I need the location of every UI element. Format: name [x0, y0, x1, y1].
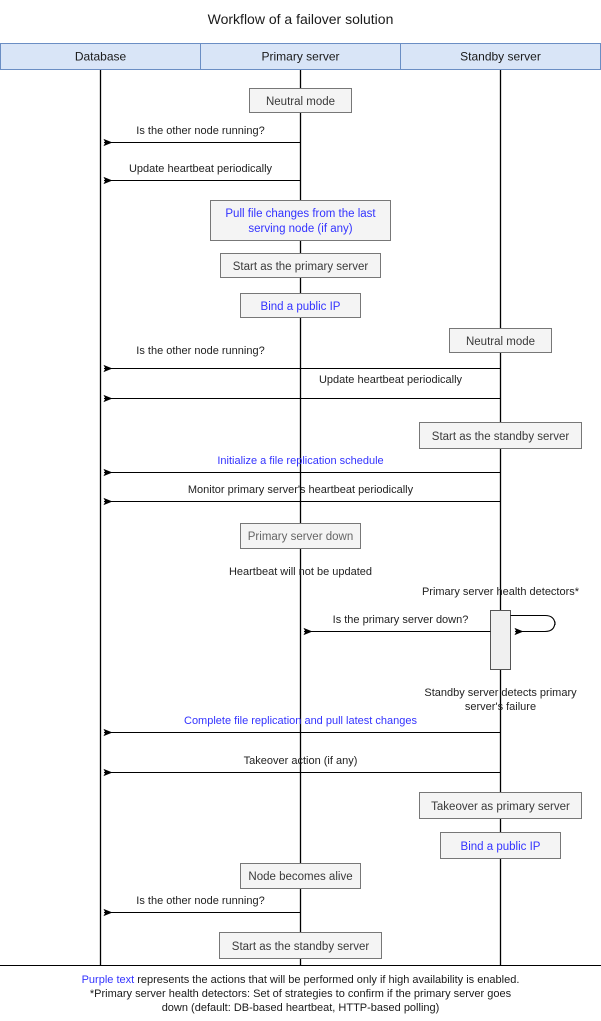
note-label: Primary server down [248, 531, 353, 543]
note-label: Node becomes alive [248, 871, 352, 883]
note-pull-file-changes[interactable]: Pull file changes from the last serving … [210, 200, 391, 241]
msg-label: Is the primary server down? [333, 614, 469, 626]
footer-purple-run: Purple text [82, 974, 135, 986]
note-start-standby-server-2[interactable]: Start as the standby server [219, 932, 382, 959]
label-heartbeat-not-updated: Heartbeat will not be updated [229, 566, 372, 578]
msg-monitor-primary-heartbeat[interactable]: Monitor primary server's heartbeat perio… [103, 484, 501, 506]
note-label: Neutral mode [466, 336, 535, 348]
note-label: Start as the standby server [432, 431, 570, 443]
footer-note: Purple text represents the actions that … [82, 974, 520, 1014]
msg-update-heartbeat-1[interactable]: Update heartbeat periodically [103, 163, 301, 185]
label-standby-detects-failure-line2: server's failure [465, 701, 536, 713]
lane-header-standby[interactable] [400, 43, 601, 70]
msg-label: Is the other node running? [136, 895, 264, 907]
note-takeover-as-primary[interactable]: Takeover as primary server [419, 792, 582, 819]
msg-label: Complete file replication and pull lates… [184, 715, 417, 727]
msg-is-other-node-running-3[interactable]: Is the other node running? [103, 895, 301, 917]
label-health-detectors: Primary server health detectors* [422, 586, 580, 598]
msg-is-other-node-running-1[interactable]: Is the other node running? [103, 125, 301, 147]
msg-takeover-action[interactable]: Takeover action (if any) [103, 755, 501, 777]
msg-label: Update heartbeat periodically [129, 163, 273, 175]
note-node-becomes-alive[interactable]: Node becomes alive [240, 863, 361, 889]
note-label: Start as the primary server [233, 261, 369, 273]
footer-line-3: down (default: DB-based heartbeat, HTTP-… [162, 1002, 440, 1014]
msg-label: Update heartbeat periodically [319, 374, 463, 386]
msg-label: Is the other node running? [136, 345, 264, 357]
msg-label: Is the other node running? [136, 125, 264, 137]
note-primary-server-down[interactable]: Primary server down [240, 523, 361, 549]
note-label: Start as the standby server [232, 941, 370, 953]
lane-header-label-database: Database [75, 50, 127, 64]
label-standby-detects-failure-line1: Standby server detects primary [424, 687, 577, 699]
activation-standby-health-check[interactable] [490, 610, 556, 670]
msg-initialize-file-replication[interactable]: Initialize a file replication schedule [103, 455, 501, 477]
footer-rest-run: represents the actions that will be perf… [134, 974, 519, 986]
msg-update-heartbeat-2[interactable]: Update heartbeat periodically [103, 374, 501, 403]
lane-header-primary[interactable] [200, 43, 401, 70]
note-neutral-mode-standby[interactable]: Neutral mode [449, 328, 552, 353]
activation-bar[interactable] [490, 610, 511, 670]
note-label: Bind a public IP [461, 841, 541, 853]
note-label: Neutral mode [266, 96, 335, 108]
footer-line-2: *Primary server health detectors: Set of… [90, 988, 512, 1000]
note-start-primary-server[interactable]: Start as the primary server [220, 253, 381, 278]
note-bind-public-ip-standby[interactable]: Bind a public IP [440, 832, 561, 859]
lane-header-label-standby: Standby server [460, 50, 541, 64]
msg-label: Takeover action (if any) [244, 755, 358, 767]
lane-headers: Database Primary server Standby server [0, 43, 601, 70]
self-loop-arrow [510, 614, 556, 636]
page-title: Workflow of a failover solution [208, 11, 394, 27]
note-label: Bind a public IP [261, 301, 341, 313]
msg-complete-file-replication[interactable]: Complete file replication and pull lates… [103, 715, 501, 737]
lane-header-label-primary: Primary server [261, 50, 339, 64]
msg-label: Initialize a file replication schedule [217, 455, 383, 467]
footer-line-1: Purple text represents the actions that … [82, 974, 520, 986]
msg-is-primary-server-down[interactable]: Is the primary server down? [303, 614, 491, 636]
note-label: Takeover as primary server [431, 801, 570, 813]
note-start-standby-server[interactable]: Start as the standby server [419, 422, 582, 449]
note-label-line2: serving node (if any) [248, 223, 352, 235]
lane-header-database[interactable] [0, 43, 201, 70]
note-label-line1: Pull file changes from the last [225, 208, 376, 220]
msg-label: Monitor primary server's heartbeat perio… [188, 484, 414, 496]
note-neutral-mode-primary[interactable]: Neutral mode [249, 88, 352, 113]
note-bind-public-ip-primary[interactable]: Bind a public IP [240, 293, 361, 318]
msg-is-other-node-running-2[interactable]: Is the other node running? [103, 345, 501, 373]
